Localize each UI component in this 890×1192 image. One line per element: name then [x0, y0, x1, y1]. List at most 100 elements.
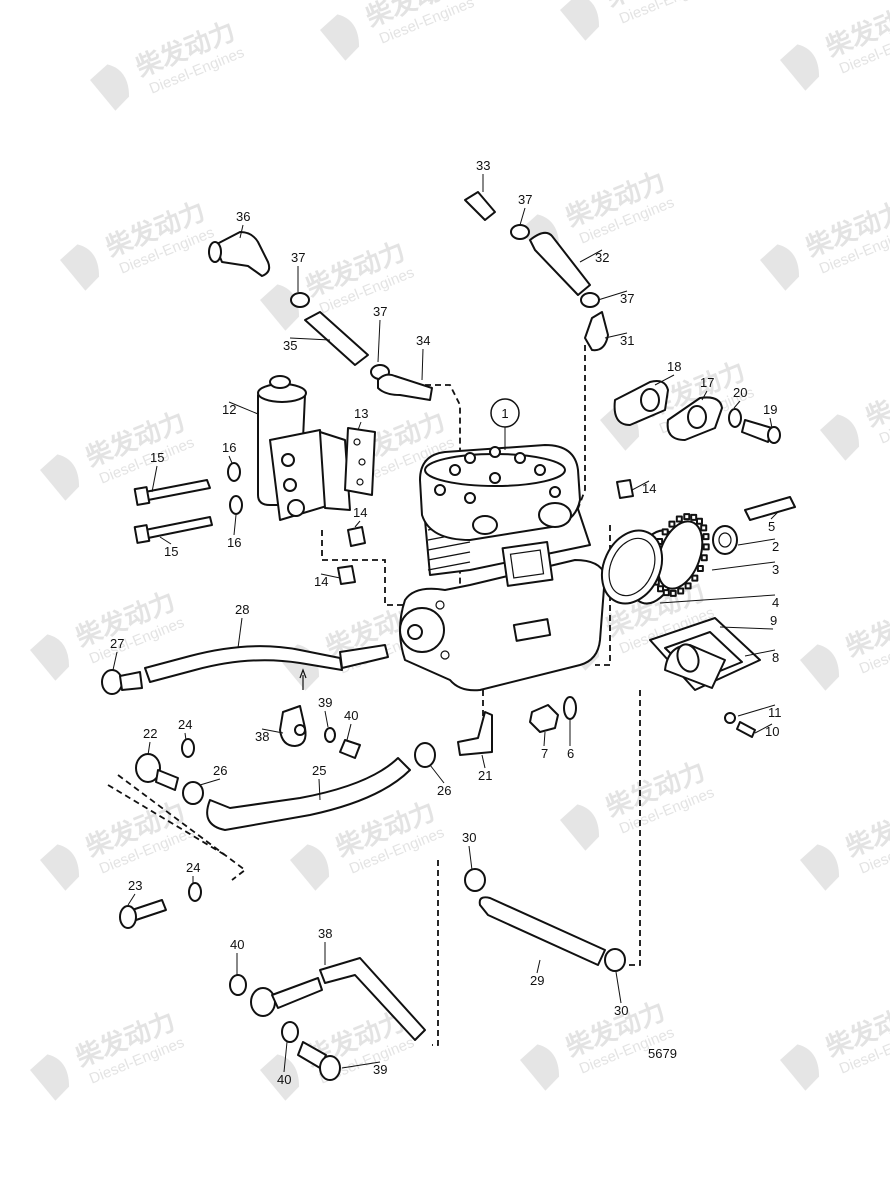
gasket-plate-13[interactable] [344, 427, 376, 496]
washer-39[interactable] [324, 727, 336, 743]
flange-17[interactable] [666, 396, 723, 441]
washer-6[interactable] [563, 696, 577, 720]
leader-c24a [184, 732, 187, 741]
callout-c1: 1 [501, 406, 508, 421]
callout-c10: 10 [765, 724, 779, 739]
washer-24a[interactable] [181, 738, 195, 758]
clip-37a[interactable] [290, 292, 310, 308]
gear-tooth [661, 528, 669, 536]
flange-18[interactable] [613, 380, 669, 426]
plug-14b[interactable] [337, 565, 356, 585]
banjo-27[interactable] [101, 669, 143, 695]
bolt-23[interactable] [119, 899, 167, 929]
callout-c24a: 24 [178, 717, 192, 732]
leader-lines [112, 174, 779, 1073]
gear-nut[interactable] [712, 525, 738, 555]
hose-32[interactable] [529, 231, 591, 296]
leader-c17 [701, 390, 708, 401]
callout-c40c: 40 [277, 1072, 291, 1087]
bolt-40[interactable] [339, 739, 361, 759]
callout-c40b: 40 [230, 937, 244, 952]
bracket-38[interactable] [279, 705, 307, 747]
callout-c37d: 37 [620, 291, 634, 306]
clip-30a[interactable] [464, 868, 486, 892]
callout-c22: 22 [143, 726, 157, 741]
callout-c21: 21 [478, 768, 492, 783]
bolt-39[interactable] [297, 1041, 341, 1081]
hose-29[interactable] [478, 896, 606, 966]
elbow-21[interactable] [457, 711, 493, 756]
callout-c14c: 14 [314, 574, 328, 589]
plug-14a[interactable] [347, 526, 366, 547]
watermark-logo-icon [520, 1044, 560, 1091]
callout-c37c: 37 [518, 192, 532, 207]
banjo-22[interactable] [135, 753, 179, 791]
watermark-logo-icon [260, 1054, 300, 1101]
callout-c40a: 40 [344, 708, 358, 723]
elbow-31[interactable] [584, 311, 609, 352]
hose-35[interactable] [304, 311, 369, 366]
plug-14c[interactable] [616, 479, 634, 499]
clip-37c[interactable] [510, 224, 530, 240]
leader-c23 [127, 893, 136, 906]
gear-tooth [677, 587, 685, 595]
watermark-logo-icon [30, 1054, 70, 1101]
clip-26a[interactable] [182, 781, 204, 805]
gear-tooth [702, 533, 710, 541]
callout-c3: 3 [772, 562, 779, 577]
callout-c6: 6 [567, 746, 574, 761]
elbow-34[interactable] [377, 373, 433, 401]
washer-20[interactable] [728, 408, 742, 428]
washer-40b[interactable] [281, 1021, 299, 1043]
washer-16a[interactable] [227, 462, 241, 482]
washer-40a[interactable] [229, 974, 247, 996]
bolt-15b[interactable] [133, 516, 213, 544]
pipe-38[interactable] [319, 957, 426, 1041]
banjo-40[interactable] [250, 977, 323, 1017]
leader-c7 [543, 731, 546, 747]
bolt-19[interactable] [741, 419, 781, 444]
leader-c9 [719, 626, 774, 630]
gasket-ring[interactable] [591, 521, 674, 614]
valve-12[interactable] [257, 375, 351, 521]
leader-c4 [659, 594, 776, 604]
callout-c38a: 38 [255, 729, 269, 744]
leader-c11 [737, 704, 776, 717]
hose-25[interactable] [206, 757, 411, 831]
callout-c15b: 15 [164, 544, 178, 559]
washer-24b[interactable] [188, 882, 202, 902]
callout-c30b: 30 [614, 1003, 628, 1018]
hose-28[interactable] [144, 644, 389, 683]
clip-26b[interactable] [414, 742, 436, 768]
bolt-10[interactable] [724, 712, 756, 738]
washer-16b[interactable] [229, 495, 243, 515]
callout-c17: 17 [700, 375, 714, 390]
nut-7[interactable] [529, 704, 559, 733]
leader-c13 [357, 421, 362, 431]
bolt-15a[interactable] [133, 479, 211, 506]
clip-37d[interactable] [580, 292, 600, 308]
leader-c16a [228, 455, 233, 464]
leader-c31 [604, 332, 628, 339]
watermark-logo-icon [290, 844, 330, 891]
compressor-assembly[interactable] [399, 398, 606, 692]
clip-30b[interactable] [604, 948, 626, 972]
elbow-36[interactable] [208, 231, 271, 277]
gear-tooth [700, 554, 708, 562]
cover-plate[interactable] [649, 617, 761, 691]
gear-tooth [702, 543, 710, 551]
watermark-logo-icon [320, 14, 360, 61]
leader-c37d [597, 290, 628, 301]
union-33[interactable] [464, 191, 496, 221]
callout-c23: 23 [128, 878, 142, 893]
leader-c30b [615, 971, 622, 1004]
leader-c26b [429, 764, 445, 784]
stud[interactable] [744, 496, 796, 521]
callout-c2: 2 [772, 539, 779, 554]
